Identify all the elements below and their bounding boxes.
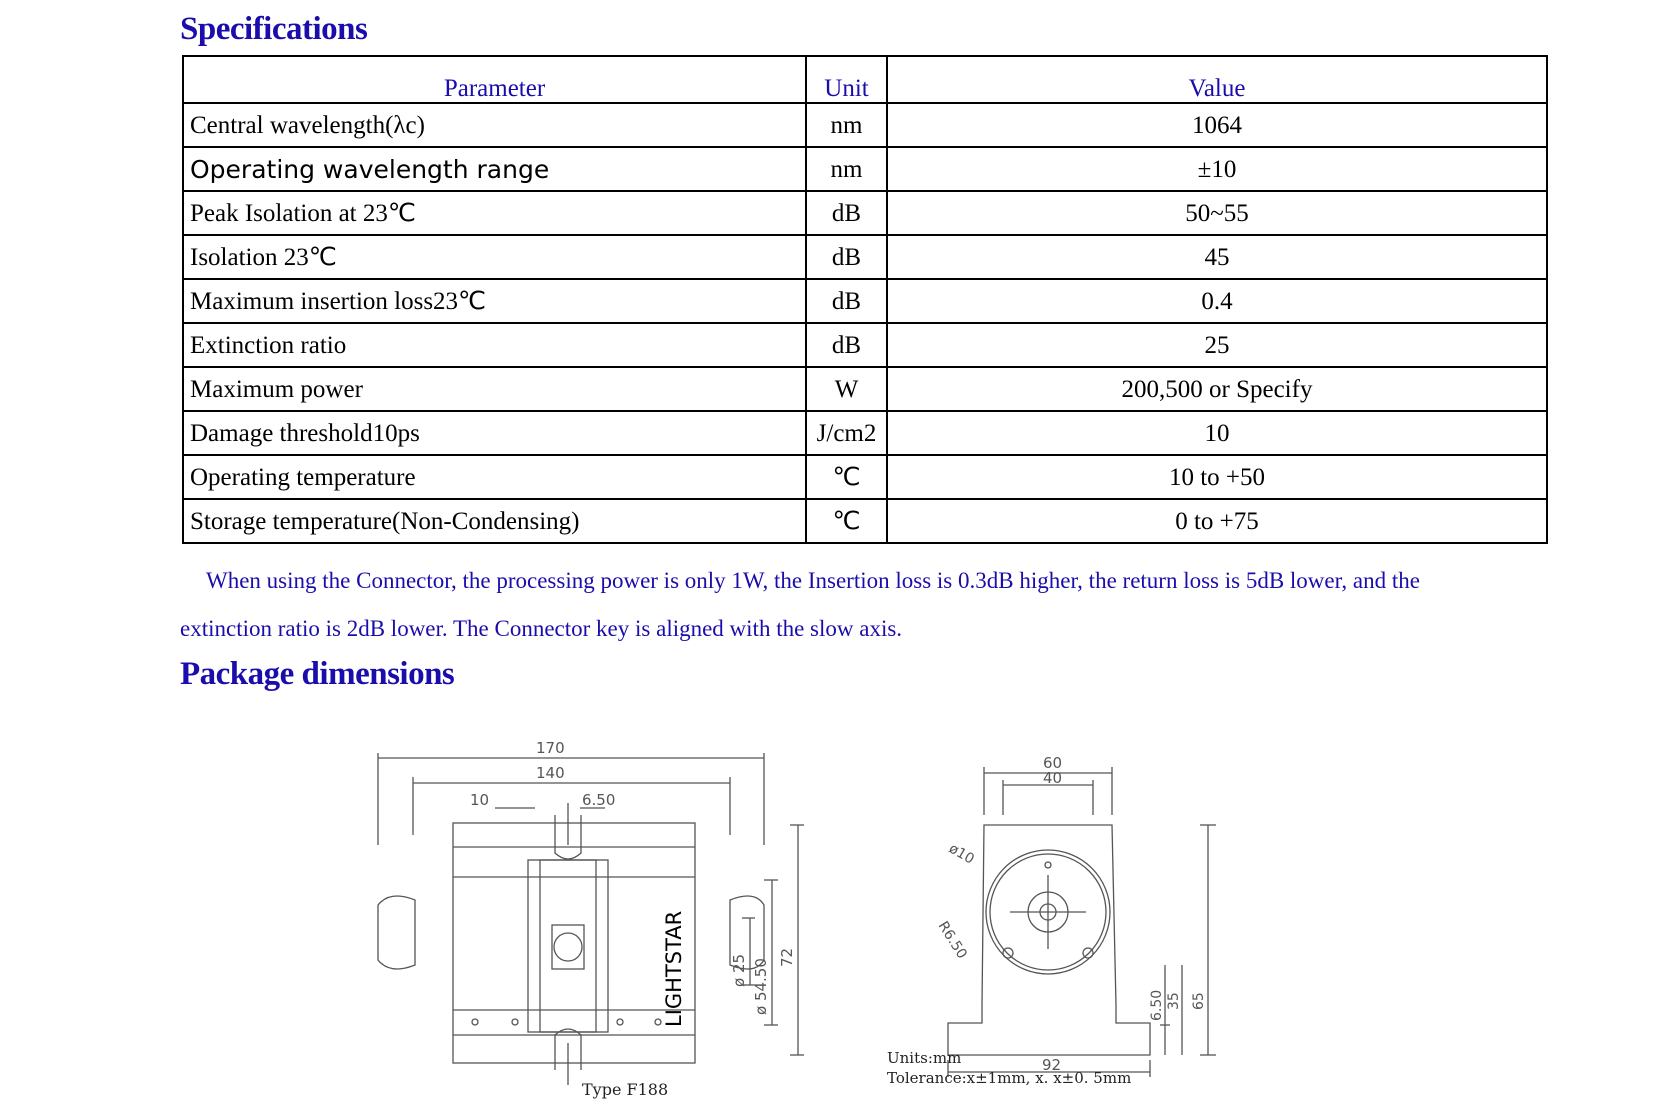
dim-top-label: 40 (1043, 769, 1062, 787)
row-parameter: Damage threshold10ps (182, 410, 807, 456)
row-parameter: Extinction ratio (182, 322, 807, 368)
front-view (377, 753, 804, 1085)
table-row: Operating temperature ℃ 10 to +50 (182, 454, 1548, 500)
package-dimensions-heading: Package dimensions (180, 656, 455, 692)
dim-a-label: 6.50 (1149, 990, 1165, 1021)
type-label: Type F188 (582, 1080, 669, 1099)
dim-slot-label: 6.50 (582, 791, 615, 809)
units-label: Units:mm (887, 1049, 962, 1067)
dim-base-top-label: 60 (1043, 754, 1062, 772)
row-unit: ℃ (805, 498, 888, 544)
table-row: Central wavelength(λc) nm 1064 (182, 102, 1548, 148)
package-drawing: 170 140 10 6.50 LIGHTSTAR ø 25 ø 54.50 7… (377, 739, 1216, 1085)
dim-left-label: 10 (470, 791, 489, 809)
row-unit: nm (805, 102, 888, 148)
row-parameter: Operating wavelength range (182, 146, 807, 192)
row-parameter: Operating temperature (182, 454, 807, 500)
row-value: 50~55 (886, 190, 1548, 236)
row-value: 25 (886, 322, 1548, 368)
table-row: Damage threshold10ps J/cm2 10 (182, 410, 1548, 456)
row-value: 10 (886, 410, 1548, 456)
row-unit: dB (805, 322, 888, 368)
header-value: Value (886, 55, 1548, 104)
side-view (947, 767, 1216, 1077)
header-unit: Unit (805, 55, 888, 104)
table-row: Operating wavelength range nm ±10 (182, 146, 1548, 192)
row-parameter: Central wavelength(λc) (182, 102, 807, 148)
table-row: Storage temperature(Non-Condensing) ℃ 0 … (182, 498, 1548, 544)
row-unit: dB (805, 278, 888, 324)
dim-height-label: 72 (778, 948, 796, 967)
row-parameter: Storage temperature(Non-Condensing) (182, 498, 807, 544)
row-unit: dB (805, 234, 888, 280)
header-parameter: Parameter (182, 55, 807, 104)
row-value: 10 to +50 (886, 454, 1548, 500)
tolerance-label: Tolerance:x±1mm, x. x±0. 5mm (887, 1069, 1132, 1087)
row-unit: dB (805, 190, 888, 236)
table-row: Peak Isolation at 23℃ dB 50~55 (182, 190, 1548, 236)
table-row: Maximum insertion loss23℃ dB 0.4 (182, 278, 1548, 324)
row-unit: J/cm2 (805, 410, 888, 456)
dim-total-label: 170 (536, 739, 565, 757)
row-unit: ℃ (805, 454, 888, 500)
specifications-table: Parameter Unit Value Central wavelength(… (182, 55, 1548, 544)
row-parameter: Isolation 23℃ (182, 234, 807, 280)
row-value: 0 to +75 (886, 498, 1548, 544)
table-row: Maximum power W 200,500 or Specify (182, 366, 1548, 412)
dim-bore-label: ø 25 (730, 954, 748, 987)
row-unit: nm (805, 146, 888, 192)
table-row: Extinction ratio dB 25 (182, 322, 1548, 368)
dim-c-label: 65 (1191, 992, 1207, 1010)
dim-radius-label: R6.50 (935, 919, 970, 962)
specifications-heading: Specifications (180, 11, 368, 47)
dim-body-label: ø 54.50 (752, 958, 770, 1015)
dim-base-label: 92 (1042, 1056, 1061, 1074)
dim-hole-label: ø10 (946, 841, 977, 868)
table-header-row: Parameter Unit Value (182, 55, 1548, 104)
row-unit: W (805, 366, 888, 412)
dim-b-label: 35 (1166, 992, 1182, 1010)
table-row: Isolation 23℃ dB 45 (182, 234, 1548, 280)
row-parameter: Maximum power (182, 366, 807, 412)
brand-label: LIGHTSTAR (662, 911, 686, 1027)
row-parameter: Maximum insertion loss23℃ (182, 278, 807, 324)
row-value: 200,500 or Specify (886, 366, 1548, 412)
row-value: ±10 (886, 146, 1548, 192)
row-parameter: Peak Isolation at 23℃ (182, 190, 807, 236)
dim-inner-label: 140 (536, 764, 565, 782)
row-value: 45 (886, 234, 1548, 280)
row-value: 1064 (886, 102, 1548, 148)
connector-note: When using the Connector, the processing… (180, 568, 1420, 641)
row-value: 0.4 (886, 278, 1548, 324)
